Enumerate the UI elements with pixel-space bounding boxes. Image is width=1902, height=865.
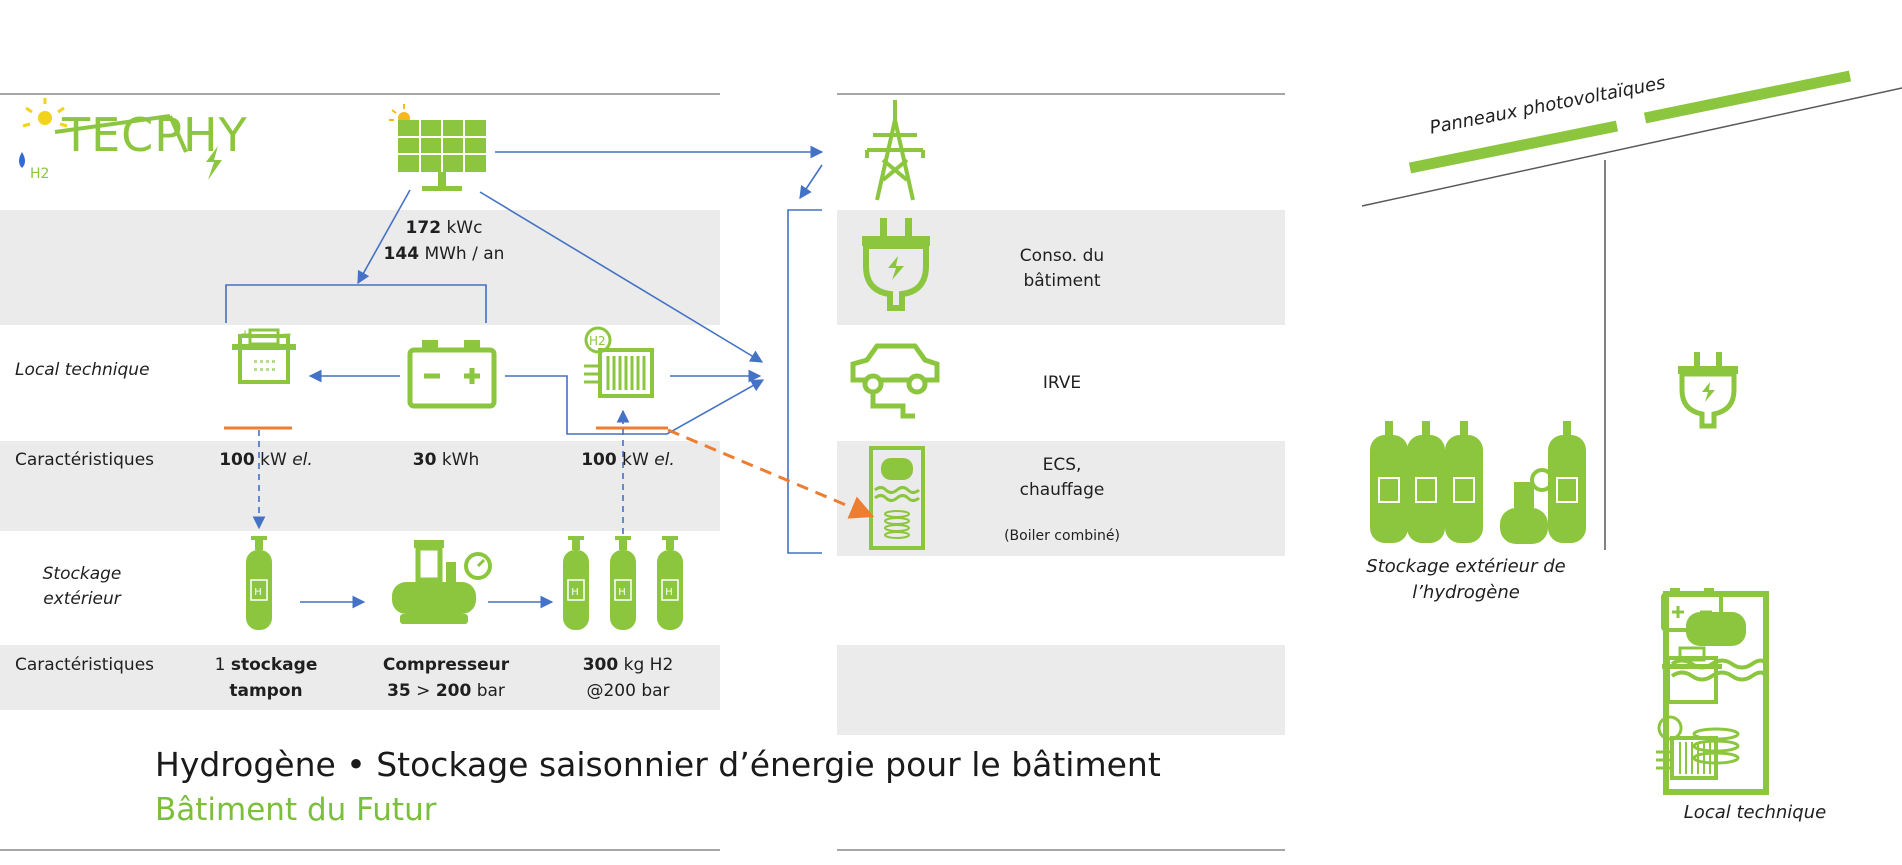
boiler-icon <box>869 446 925 550</box>
band-row-5-left <box>0 645 720 710</box>
spec-electrolyser: 100 kW el. <box>219 450 313 470</box>
plug-icon <box>862 218 930 311</box>
bottom-rule-left <box>0 849 720 851</box>
top-rule-right <box>837 93 1285 95</box>
logo-text: TECPHY <box>62 108 248 162</box>
svg-text:+: + <box>240 327 250 341</box>
row-label-local-technique: Local technique <box>15 360 150 380</box>
row-label-exterieur: extérieur <box>43 589 121 609</box>
top-rule-left <box>0 93 720 95</box>
page-title: Hydrogène • Stockage saisonnier d’énergi… <box>155 745 1161 784</box>
spec-compressor-line2: 35 > 200 bar <box>387 681 505 701</box>
building-storage-icon <box>1370 421 1586 544</box>
ev-car-icon <box>850 343 940 419</box>
logo-h2: H2 <box>30 166 50 182</box>
building-roof <box>1361 70 1902 550</box>
solar-power: 172 kWc <box>405 218 483 238</box>
use-irve: IRVE <box>1042 373 1082 393</box>
spec-fuel-cell: 100 kW el. <box>581 450 675 470</box>
storage-label-line1: Stockage extérieur de <box>1366 556 1566 577</box>
use-ecs-line2: chauffage <box>1019 480 1105 500</box>
storage-label-line2: l’hydrogène <box>1412 582 1520 603</box>
svg-text:H2: H2 <box>589 334 606 348</box>
battery-icon <box>407 340 497 409</box>
use-conso-line1: Conso. du <box>1019 246 1105 266</box>
use-ecs-line1: ECS, <box>1042 455 1082 475</box>
storage-tank-3-icon <box>656 535 684 631</box>
storage-tank-2-icon <box>609 535 637 631</box>
svg-text:−: − <box>282 327 292 341</box>
building-mini-equipment-column <box>1656 588 1723 780</box>
electrolyser-icon: + − <box>232 327 296 384</box>
solar-energy: 144 MWh / an <box>383 244 505 264</box>
logo: TECPHY <box>62 108 248 162</box>
fuel-cell-icon: H2 <box>584 326 654 398</box>
page-subtitle: Bâtiment du Futur <box>155 792 437 828</box>
spec-compressor-line1: Compresseur <box>382 655 510 675</box>
spec-buffer-line1: 1 stockage <box>214 655 318 675</box>
buffer-tank-icon <box>245 535 273 631</box>
band-bottom-right <box>837 645 1285 735</box>
solar-panel-icon <box>389 104 486 191</box>
pylon-icon <box>865 100 925 201</box>
building-plug-icon <box>1678 352 1738 429</box>
use-conso-line2: bâtiment <box>1023 271 1101 291</box>
storage-tank-1-icon <box>562 535 590 631</box>
spec-storage-line2: @200 bar <box>586 681 670 701</box>
compressor-icon <box>392 540 492 624</box>
local-technique-label: Local technique <box>1683 802 1827 823</box>
spec-battery: 30 kWh <box>412 450 480 470</box>
row-label-caracteristiques-1: Caractéristiques <box>15 450 155 470</box>
band-row-1-left <box>0 210 720 325</box>
band-ecs <box>837 441 1285 556</box>
logo-sun-icon <box>19 98 222 180</box>
spec-storage-line1: 300 kg H2 <box>582 655 674 675</box>
spec-buffer-line2: tampon <box>229 681 303 701</box>
band-row-3-left <box>0 441 720 531</box>
bottom-rule-right <box>837 849 1285 851</box>
row-label-stockage: Stockage <box>42 564 122 584</box>
use-ecs-note: (Boiler combiné) <box>1004 528 1120 544</box>
row-label-caracteristiques-2: Caractéristiques <box>15 655 155 675</box>
